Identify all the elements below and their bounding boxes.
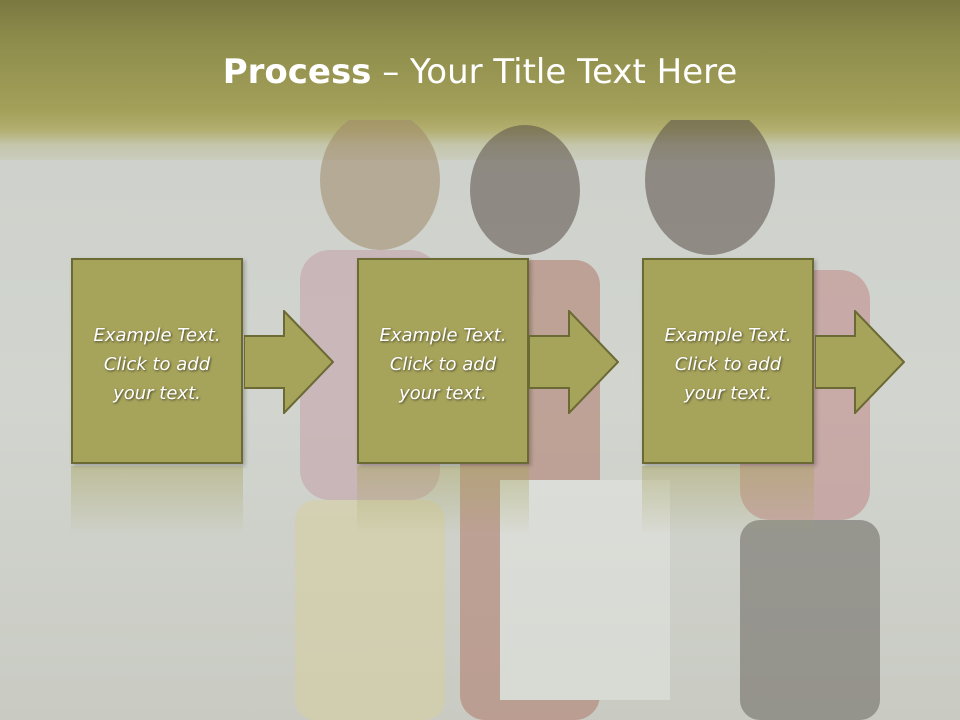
slide-title[interactable]: Process – Your Title Text Here (0, 52, 960, 92)
step-3-line-2: Click to add (674, 353, 782, 375)
step-3-line-3: your text. (684, 382, 772, 404)
title-bold: Process (222, 52, 372, 92)
step-2-line-2: Click to add (389, 353, 497, 375)
step-2-text: Example Text. Click to add your text. (379, 315, 506, 408)
step-1-text: Example Text. Click to add your text. (93, 315, 220, 408)
process-step-1[interactable]: Example Text. Click to add your text. (71, 258, 243, 464)
right-arrow-icon (244, 310, 334, 414)
process-step-2[interactable]: Example Text. Click to add your text. (357, 258, 529, 464)
step-1-reflection (71, 466, 243, 536)
step-3-text: Example Text. Click to add your text. (664, 315, 791, 408)
header-band (0, 0, 960, 160)
right-arrow-icon (529, 310, 619, 414)
step-3-line-1: Example Text. (664, 324, 792, 346)
step-2-line-3: your text. (399, 382, 487, 404)
step-1-line-2: Click to add (103, 353, 211, 375)
step-2-reflection (357, 466, 529, 536)
step-3-reflection (642, 466, 814, 536)
step-2-line-1: Example Text. (379, 324, 507, 346)
right-arrow-icon (815, 310, 905, 414)
title-rest: – Your Title Text Here (371, 52, 738, 92)
step-1-line-1: Example Text. (93, 324, 221, 346)
process-step-3[interactable]: Example Text. Click to add your text. (642, 258, 814, 464)
step-1-line-3: your text. (113, 382, 201, 404)
